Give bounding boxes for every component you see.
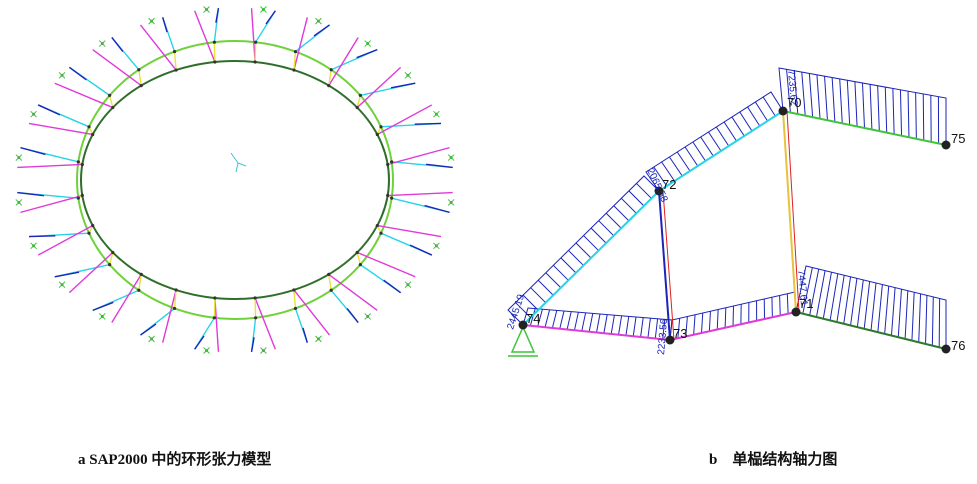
- axis-triad-icon: [230, 152, 247, 173]
- spoke: [375, 104, 442, 137]
- member-73-71: [669, 311, 797, 341]
- spoke: [54, 66, 115, 110]
- spoke: [292, 17, 330, 72]
- force-label-71: 7447.61: [795, 269, 809, 306]
- member-74-72: [522, 190, 660, 326]
- spoke: [194, 296, 220, 354]
- node-label-72: 72: [662, 177, 676, 192]
- node-label-76: 76: [951, 338, 965, 353]
- member-70-75: [782, 110, 947, 146]
- node-73: [665, 335, 675, 345]
- node-label-74: 74: [526, 311, 540, 326]
- spoke: [355, 66, 416, 110]
- spoke: [292, 288, 331, 343]
- member-72-73: [658, 190, 671, 341]
- spoke: [140, 288, 178, 343]
- spoke: [92, 37, 143, 88]
- spoke: [28, 104, 95, 137]
- caption-panel-a: a SAP2000 中的环形张力模型: [78, 452, 272, 468]
- ring-spokes: [15, 6, 455, 354]
- node-label-71: 71: [799, 296, 813, 311]
- spoke: [250, 296, 277, 354]
- force-label-73: 2233.56: [656, 318, 670, 355]
- node-76: [941, 344, 951, 354]
- member-70-71: [782, 110, 797, 313]
- member-72-70: [658, 110, 784, 192]
- support-icon: [508, 325, 538, 357]
- member-70-71-red: [786, 110, 800, 313]
- spoke: [375, 223, 442, 256]
- member-71-76: [795, 311, 947, 350]
- spoke: [92, 272, 143, 323]
- spoke: [139, 17, 178, 72]
- spoke: [355, 250, 416, 294]
- spoke: [193, 6, 220, 64]
- spoke: [54, 250, 115, 294]
- spoke: [386, 146, 455, 169]
- node-71: [791, 307, 801, 317]
- force-label-70: 7235.62: [785, 69, 799, 106]
- ring-tension-model: [15, 6, 455, 354]
- caption-panel-b: b 单榀结构轴力图: [709, 452, 838, 468]
- node-74: [518, 320, 528, 330]
- spoke: [250, 6, 276, 64]
- node-72: [654, 186, 664, 196]
- spoke: [15, 146, 84, 169]
- member-74-73: [522, 324, 671, 341]
- node-label-73: 73: [673, 326, 687, 341]
- force-hatching: [507, 67, 947, 350]
- spoke: [28, 223, 95, 256]
- force-diagram: [778, 67, 947, 146]
- force-diagram: [522, 307, 673, 341]
- node-label-70: 70: [787, 95, 801, 110]
- single-frame-axial-force-diagram: 70 71 72 73 74 75 76 2445.19 2065.58 723…: [505, 67, 965, 357]
- node-75: [941, 140, 951, 150]
- spoke: [15, 191, 84, 214]
- node-label-75: 75: [951, 131, 965, 146]
- force-diagram: [507, 175, 660, 326]
- spoke: [386, 191, 455, 214]
- spoke: [327, 37, 378, 88]
- force-diagram: [795, 265, 947, 350]
- spoke: [327, 272, 378, 323]
- member-72-73-red: [662, 190, 675, 341]
- node-70: [778, 106, 788, 116]
- outer-ring: [76, 40, 394, 320]
- inner-ring: [80, 60, 390, 300]
